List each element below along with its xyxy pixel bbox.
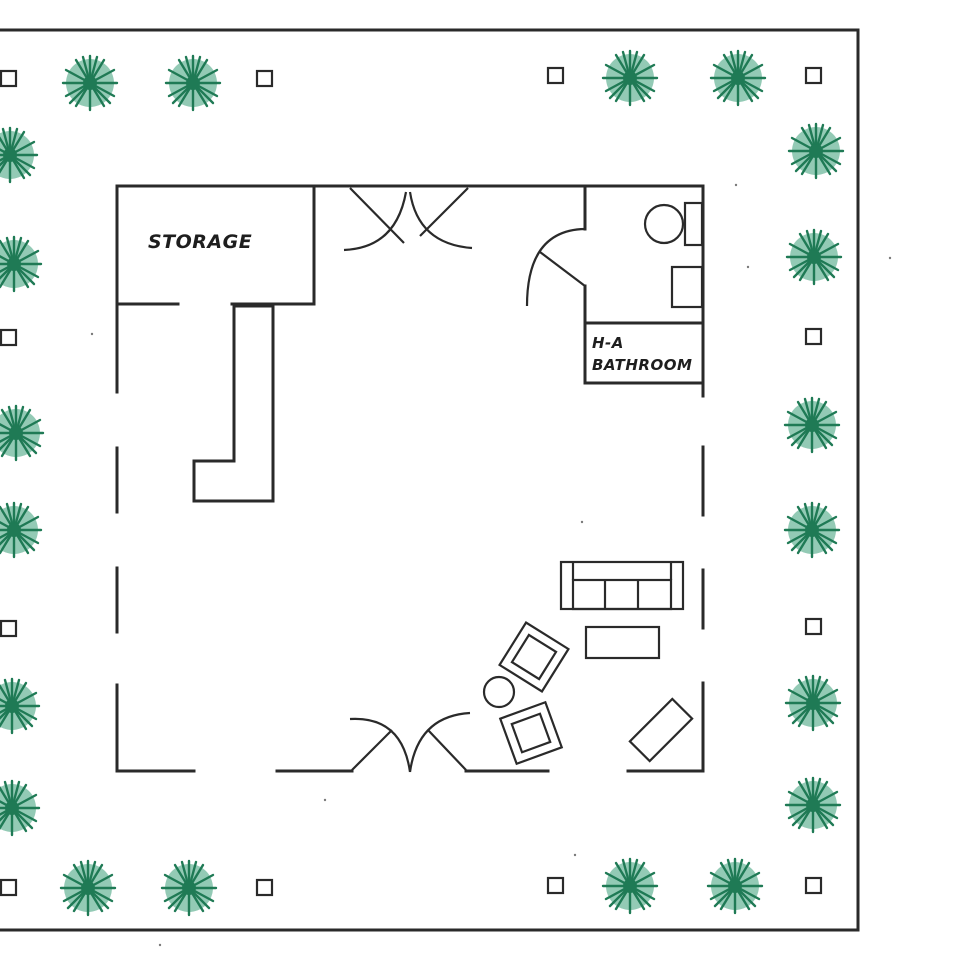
table-icon [628, 697, 694, 763]
paper-speckles [90, 183, 892, 947]
bathroom: H-A BATHROOM [525, 184, 705, 385]
bathroom-label-line2: BATHROOM [592, 356, 692, 374]
post-icon [255, 878, 274, 897]
armchair-icon [498, 621, 570, 693]
post-icon [0, 328, 18, 347]
sink-icon [670, 265, 704, 309]
sofa-icon [559, 560, 685, 611]
posts [0, 66, 823, 897]
door-swing-icon [349, 711, 471, 773]
post-icon [546, 66, 565, 85]
post-icon [0, 619, 18, 638]
post-icon [255, 69, 274, 88]
post-icon [804, 876, 823, 895]
post-icon [0, 878, 18, 897]
post-icon [0, 69, 18, 88]
storage-room: STORAGE [115, 184, 316, 306]
bathroom-label-line1: H-A [592, 334, 624, 352]
building-walls [115, 184, 705, 773]
post-icon [804, 327, 823, 346]
coffee-table [584, 625, 661, 660]
door-swing-icon [343, 187, 473, 252]
door-swing-icon [525, 227, 586, 307]
post-icon [804, 66, 823, 85]
post-icon [804, 617, 823, 636]
counter [192, 304, 275, 503]
side-table [482, 675, 516, 709]
post-icon [546, 876, 565, 895]
armchair-icon [498, 700, 564, 766]
lot-border [0, 28, 860, 932]
storage-label: STORAGE [148, 231, 252, 253]
toilet-icon [643, 201, 704, 247]
